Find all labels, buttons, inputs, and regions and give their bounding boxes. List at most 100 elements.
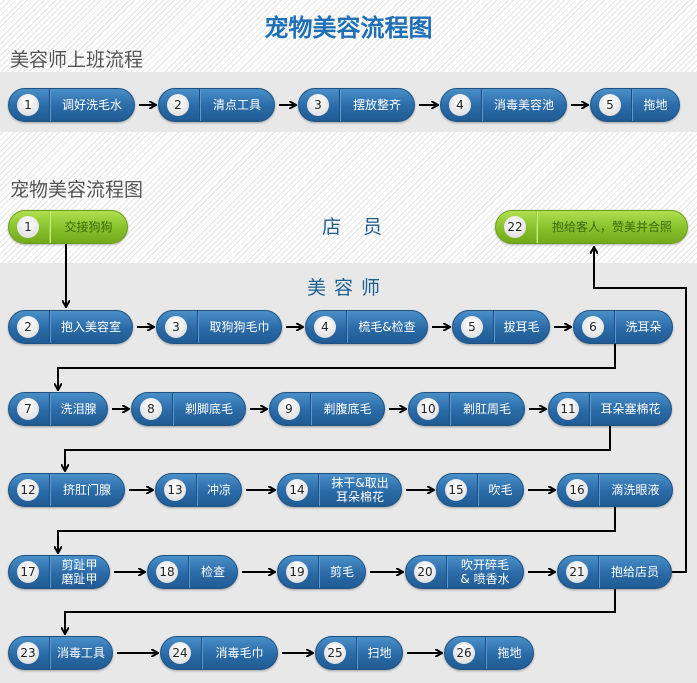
divider	[536, 211, 537, 243]
divider	[631, 89, 632, 121]
staff-lane-label: 店 员	[322, 216, 391, 238]
step-number: 1	[17, 216, 39, 238]
grooming-step-8[interactable]: 8 剃脚底毛	[131, 392, 246, 426]
step-number: 18	[156, 561, 178, 583]
step-label: 扫地	[367, 646, 392, 660]
divider	[485, 637, 486, 669]
work-step-5[interactable]: 5 拖地	[590, 88, 680, 122]
divider	[201, 637, 202, 669]
step-label: 交接狗狗	[64, 220, 113, 234]
step-label: 剃脚底毛	[184, 402, 233, 416]
step-label: 剪趾甲 磨趾甲	[61, 558, 98, 586]
step-label: 梳毛&检查	[358, 320, 416, 334]
step-label: 消毒毛巾	[215, 646, 264, 660]
step-label: 调好洗毛水	[61, 98, 122, 112]
step-number: 2	[167, 94, 189, 116]
work-step-2[interactable]: 2 清点工具	[158, 88, 275, 122]
step-number: 12	[17, 479, 39, 501]
divider	[477, 474, 478, 506]
step-label: 检查	[200, 565, 225, 579]
divider	[493, 311, 494, 343]
divider	[598, 556, 599, 588]
grooming-step-7[interactable]: 7 洗泪腺	[8, 392, 108, 426]
step-label: 消毒工具	[56, 646, 105, 660]
step-label: 清点工具	[212, 98, 261, 112]
step-label: 取狗狗毛巾	[209, 320, 270, 334]
step-number: 5	[599, 94, 621, 116]
step-label: 剃腹底毛	[323, 402, 372, 416]
step-label: 拔耳毛	[503, 320, 540, 334]
divider	[598, 474, 599, 506]
step-number: 7	[17, 398, 39, 420]
step-label: 冲凉	[206, 483, 231, 497]
divider	[49, 89, 50, 121]
divider	[449, 393, 450, 425]
grooming-step-13[interactable]: 13 冲凉	[155, 473, 242, 507]
divider	[49, 474, 50, 506]
step-number: 6	[582, 316, 604, 338]
divider	[446, 556, 447, 588]
page-title: 宠物美容流程图	[264, 13, 433, 42]
divider	[346, 311, 347, 343]
divider	[339, 89, 340, 121]
step-label: 摆放整齐	[352, 98, 401, 112]
grooming-step-23[interactable]: 23 消毒工具	[8, 636, 113, 670]
groomer-lane-label: 美容师	[307, 277, 389, 299]
section-heading-grooming: 宠物美容流程图	[10, 179, 144, 201]
grooming-step-18[interactable]: 18 检查	[147, 555, 238, 589]
step-label: 耳朵塞棉花	[600, 402, 661, 416]
step-label: 拖地	[643, 98, 668, 112]
grooming-step-25[interactable]: 25 扫地	[315, 636, 403, 670]
step-number: 8	[140, 398, 162, 420]
step-number: 15	[445, 479, 467, 501]
connector-arrow	[594, 248, 687, 573]
connector-arrow	[65, 589, 616, 633]
step-number: 16	[566, 479, 588, 501]
step-label: 剃肛周毛	[462, 402, 511, 416]
divider	[49, 211, 50, 243]
connector-arrow	[58, 344, 616, 389]
step-number: 14	[286, 479, 308, 501]
grooming-step-3[interactable]: 3 取狗狗毛巾	[156, 310, 282, 344]
step-number: 25	[324, 642, 346, 664]
step-number: 13	[164, 479, 186, 501]
divider	[318, 556, 319, 588]
step-number: 4	[449, 94, 471, 116]
divider	[188, 556, 189, 588]
divider	[49, 556, 50, 588]
step-number: 23	[17, 642, 39, 664]
work-step-1[interactable]: 1 调好洗毛水	[8, 88, 135, 122]
step-label: 洗泪腺	[60, 402, 97, 416]
divider	[199, 89, 200, 121]
step-number: 1	[17, 94, 39, 116]
step-number: 17	[17, 561, 39, 583]
grooming-step-17[interactable]: 17 剪趾甲 磨趾甲	[8, 555, 110, 589]
step-label: 抱给店员	[610, 565, 659, 579]
step-number: 3	[165, 316, 187, 338]
divider	[172, 393, 173, 425]
step-label: 抱入美容室	[60, 320, 121, 334]
divider	[614, 311, 615, 343]
staff-step-1[interactable]: 1 交接狗狗	[8, 210, 128, 244]
